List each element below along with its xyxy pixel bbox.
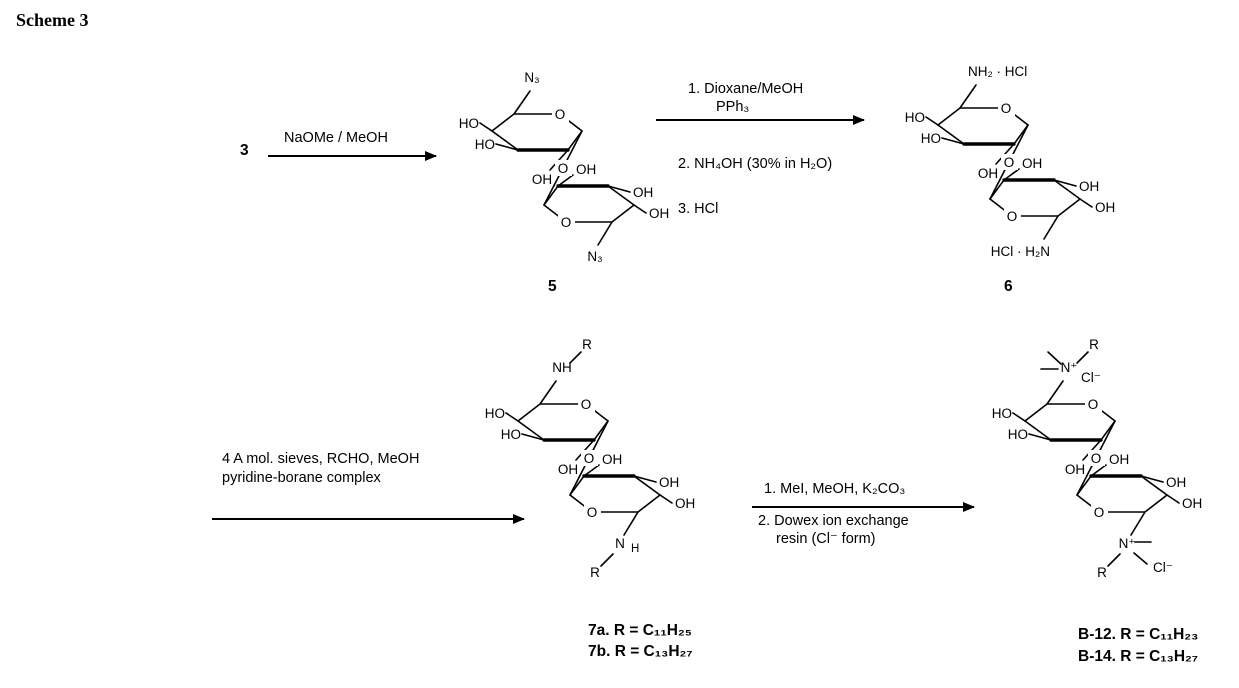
step1-conditions: NaOMe / MeOH [284,130,388,146]
structure-compound-7: NH R N H R [483,337,697,580]
r-group-label-bottom: R [1097,565,1107,580]
amine-hcl-label-bottom: HCl · H₂N [991,244,1050,259]
structure-compound-b: N⁺ R Cl⁻ N⁺ R Cl⁻ [990,337,1204,580]
quaternary-n-label-bottom: N⁺ [1119,536,1136,551]
step2-condition-2: 2. NH₄OH (30% in H₂O) [678,156,833,172]
amine-h-label: H [631,543,639,555]
step4-condition-2: 2. Dowex ion exchange [758,513,909,529]
reaction-arrow-4 [752,506,974,508]
compound-7a-label: 7a. R = C₁₁H₂₅ [588,622,692,639]
compound-b12-label: B-12. R = C₁₁H₂₃ [1078,626,1199,643]
secondary-amine-label-top: NH [552,360,572,375]
reaction-arrow-3 [212,518,524,520]
step4-condition-1: 1. MeI, MeOH, K₂CO₃ [764,481,906,497]
azide-substituents: N₃ N₃ [524,70,602,264]
alkylamine-substituents: NH R N H R [552,337,639,580]
scheme-title: Scheme 3 [16,10,89,30]
azide-label-bottom: N₃ [587,249,602,264]
compound-5-number: 5 [548,278,557,295]
chloride-label-bottom: Cl⁻ [1153,560,1173,575]
step3-condition-2: pyridine-borane complex [222,470,381,486]
chloride-label-top: Cl⁻ [1081,370,1101,385]
r-group-label-top: R [582,337,592,352]
r-group-label-top: R [1089,337,1099,352]
quaternary-ammonium-substituents: N⁺ R Cl⁻ N⁺ R Cl⁻ [1040,337,1173,580]
structure-compound-6: NH₂ · HCl HCl · H₂N [903,64,1117,259]
step4-condition-2b: resin (Cl⁻ form) [776,531,876,547]
ammonium-chloride-substituents: NH₂ · HCl HCl · H₂N [968,64,1050,259]
compound-b14-label: B-14. R = C₁₃H₂₇ [1078,648,1199,665]
compound-7b-label: 7b. R = C₁₃H₂₇ [588,643,693,660]
quaternary-n-label-top: N⁺ [1061,360,1078,375]
amine-hcl-label-top: NH₂ · HCl [968,64,1027,79]
reaction-arrow-2 [656,119,864,121]
step2-condition-3: 3. HCl [678,201,719,217]
reaction-arrow-1 [268,155,436,157]
step2-condition-1: 1. Dioxane/MeOH [688,81,804,97]
compound-6-number: 6 [1004,278,1013,295]
azide-label-top: N₃ [524,70,539,85]
structure-compound-5: N₃ N₃ [457,70,671,264]
r-group-label-bottom: R [590,565,600,580]
step2-condition-1b: PPh₃ [716,99,750,115]
step3-condition-1: 4 A mol. sieves, RCHO, MeOH [222,451,420,467]
secondary-amine-label-bottom: N [615,536,625,551]
reactant-3-label: 3 [240,142,249,159]
